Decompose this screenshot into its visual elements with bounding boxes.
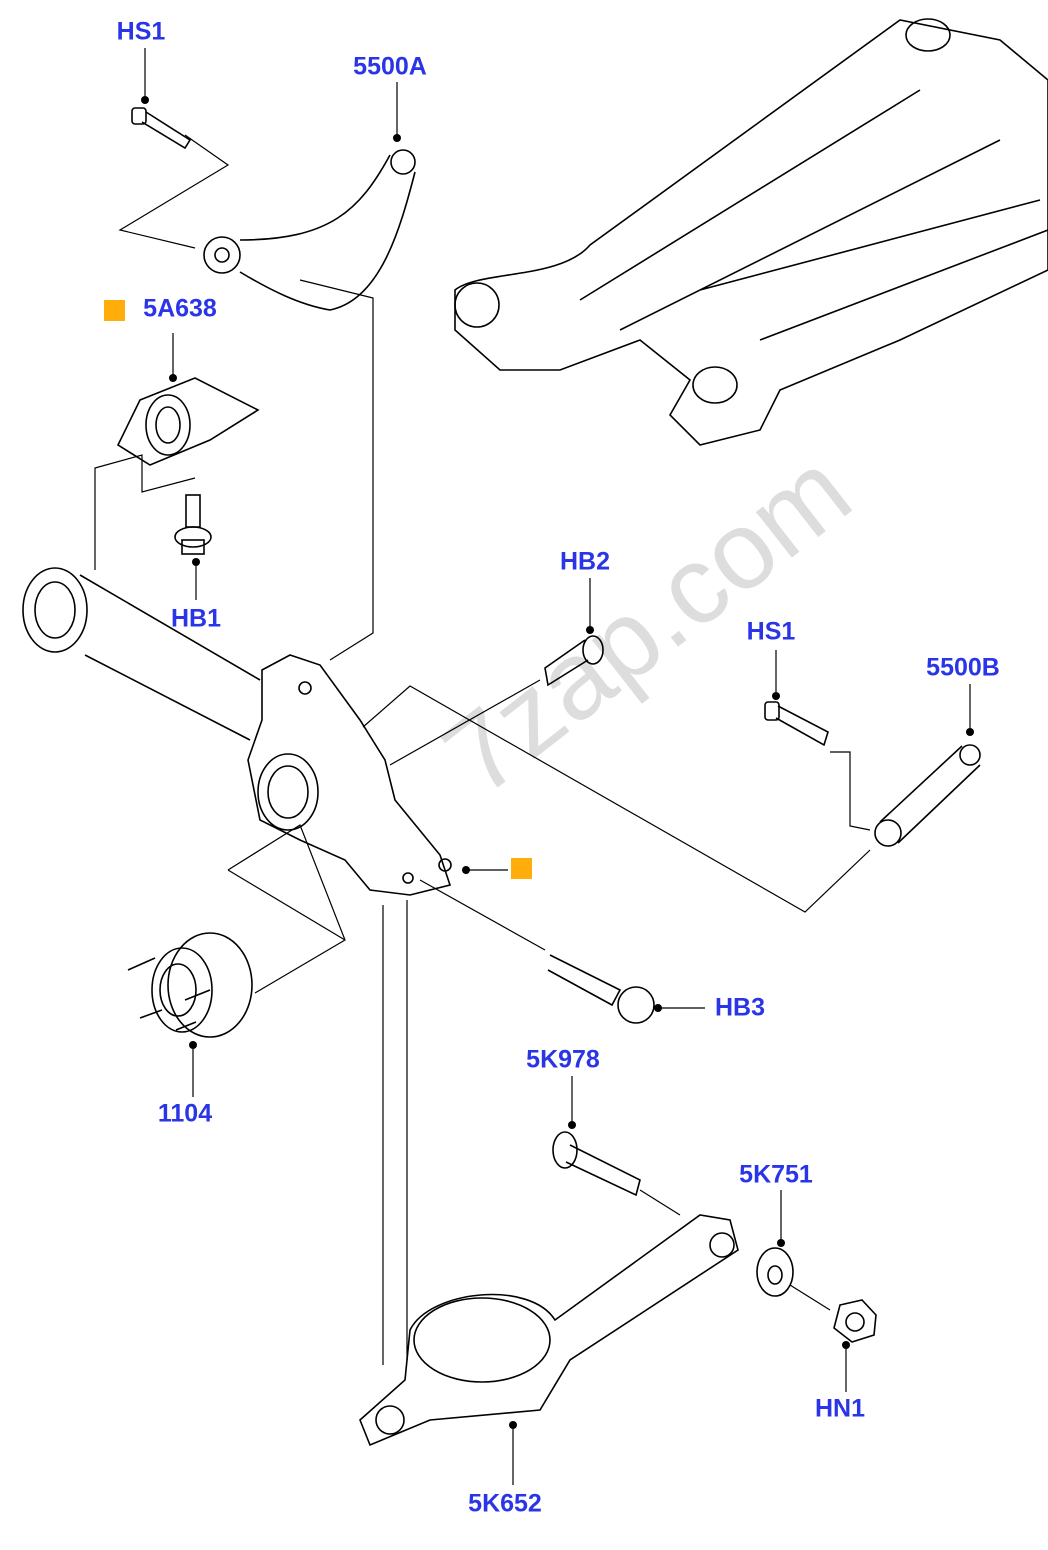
callout-5k652[interactable]: 5K652	[468, 1489, 542, 1518]
upper-arm-5500a	[203, 149, 416, 311]
knuckle	[247, 654, 452, 896]
bolt-hs1-right	[764, 701, 829, 747]
hub-1104	[127, 932, 253, 1038]
bolt-hb3	[547, 954, 655, 1024]
bolt-hs1-top	[131, 107, 192, 150]
nut-hn1	[833, 1299, 877, 1343]
callout-5k751[interactable]: 5K751	[739, 1160, 813, 1189]
washer-5k751	[756, 1247, 794, 1297]
callout-5500a[interactable]: 5500A	[353, 52, 427, 81]
callout-1104[interactable]: 1104	[157, 1099, 213, 1128]
callout-hb1[interactable]: HB1	[170, 604, 222, 633]
leader-lines	[94, 48, 971, 1485]
callout-hb3[interactable]: HB3	[714, 993, 766, 1022]
callout-5k978[interactable]: 5K978	[526, 1045, 600, 1074]
callout-hb2[interactable]: HB2	[559, 547, 611, 576]
marker-square	[511, 858, 532, 879]
bolt-hb1	[174, 494, 212, 555]
trailing-arm	[22, 567, 261, 741]
bushing-5a638	[116, 377, 260, 466]
bolt-5k978	[552, 1131, 641, 1197]
callout-hs1-top[interactable]: HS1	[116, 17, 166, 46]
lower-arm-5k652	[359, 1214, 739, 1447]
subframe	[454, 18, 1048, 446]
marker-square	[104, 300, 125, 321]
leader-dots	[141, 96, 974, 1429]
callout-5500b[interactable]: 5500B	[926, 653, 1000, 682]
callout-hn1[interactable]: HN1	[814, 1394, 866, 1423]
link-5500b	[874, 744, 981, 847]
bolt-hb2	[544, 635, 604, 687]
callout-hs1-right[interactable]: HS1	[746, 617, 796, 646]
callout-5a638[interactable]: 5A638	[143, 294, 217, 323]
